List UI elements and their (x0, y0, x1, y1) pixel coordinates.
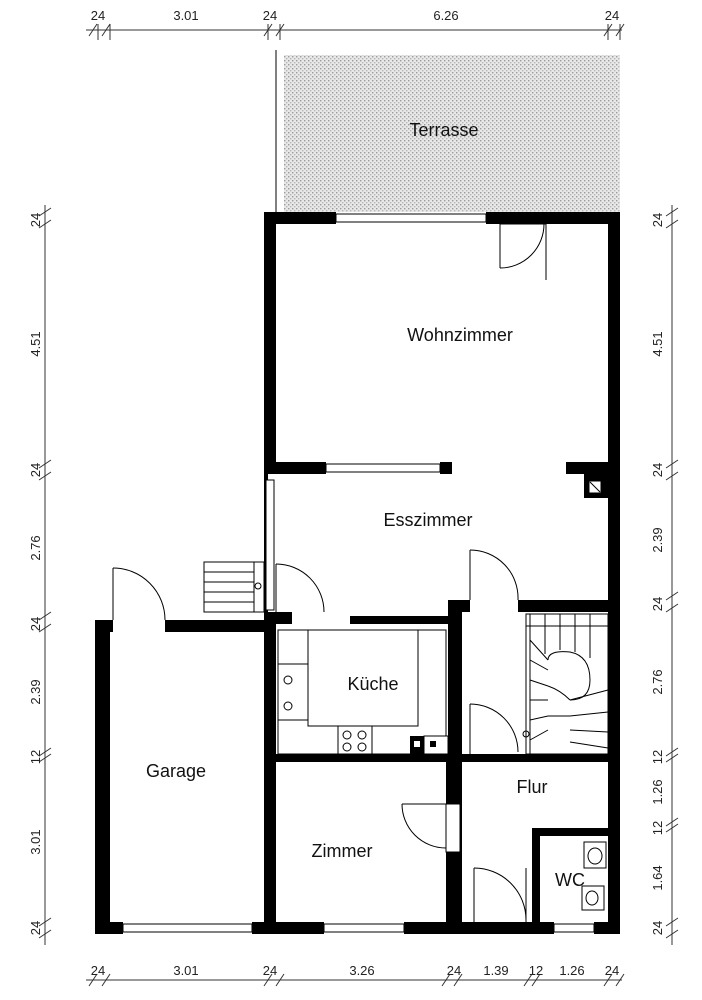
dim-top-4: 6.26 (433, 8, 458, 23)
dim-left-5: 24 (28, 617, 43, 631)
room-label-garage: Garage (146, 761, 206, 781)
dim-bottom-2: 3.01 (173, 963, 198, 978)
dim-right-10: 1.64 (650, 865, 665, 890)
room-label-esszimmer: Esszimmer (384, 510, 473, 530)
dim-right-6: 2.76 (650, 669, 665, 694)
terrace (275, 50, 620, 212)
kitchen-fixtures (277, 481, 601, 755)
dimension-top-labels: 24 3.01 24 6.26 24 (91, 8, 619, 23)
dim-bottom-3: 24 (263, 963, 277, 978)
dimension-bottom (86, 973, 625, 987)
dim-left-9: 24 (28, 921, 43, 935)
dim-left-8: 3.01 (28, 829, 43, 854)
dim-left-2: 4.51 (28, 331, 43, 356)
dimension-top (86, 23, 625, 40)
room-label-wc: WC (555, 870, 585, 890)
dimension-bottom-labels: 24 3.01 24 3.26 24 1.39 12 1.26 24 (91, 963, 619, 978)
outside-stair (203, 561, 265, 613)
dim-bottom-1: 24 (91, 963, 105, 978)
dim-right-4: 2.39 (650, 527, 665, 552)
room-label-zimmer: Zimmer (312, 841, 373, 861)
dim-right-5: 24 (650, 597, 665, 611)
wc-fixtures (581, 841, 607, 911)
dim-right-7: 12 (650, 750, 665, 764)
dim-bottom-9: 24 (605, 963, 619, 978)
dim-right-1: 24 (650, 213, 665, 227)
dimension-right (665, 205, 679, 945)
inner-stair (522, 613, 609, 755)
room-labels: Terrasse Wohnzimmer Esszimmer Küche Gara… (146, 120, 585, 890)
dim-top-1: 24 (91, 8, 105, 23)
dim-bottom-4: 3.26 (349, 963, 374, 978)
dim-top-2: 3.01 (173, 8, 198, 23)
dim-bottom-6: 1.39 (483, 963, 508, 978)
dimension-left (38, 205, 52, 945)
exterior-walls (95, 212, 620, 934)
dimension-left-labels: 24 4.51 24 2.76 24 2.39 12 3.01 24 (28, 213, 43, 935)
dim-right-11: 24 (650, 921, 665, 935)
dim-left-4: 2.76 (28, 535, 43, 560)
dim-bottom-8: 1.26 (559, 963, 584, 978)
room-label-terrasse: Terrasse (409, 120, 478, 140)
windows (122, 213, 595, 933)
room-label-wohnzimmer: Wohnzimmer (407, 325, 513, 345)
dim-left-6: 2.39 (28, 679, 43, 704)
dim-left-3: 24 (28, 463, 43, 477)
dimension-right-labels: 24 4.51 24 2.39 24 2.76 12 1.26 12 1.64 … (650, 213, 665, 935)
dim-left-1: 24 (28, 213, 43, 227)
dim-bottom-5: 24 (447, 963, 461, 978)
dim-top-3: 24 (263, 8, 277, 23)
dim-right-8: 1.26 (650, 779, 665, 804)
dim-bottom-7: 12 (529, 963, 543, 978)
dim-right-9: 12 (650, 821, 665, 835)
room-label-flur: Flur (517, 777, 548, 797)
dim-right-3: 24 (650, 463, 665, 477)
dim-right-2: 4.51 (650, 331, 665, 356)
dim-left-7: 12 (28, 750, 43, 764)
doors (112, 223, 547, 922)
dim-top-5: 24 (605, 8, 619, 23)
room-label-kueche: Küche (347, 674, 398, 694)
